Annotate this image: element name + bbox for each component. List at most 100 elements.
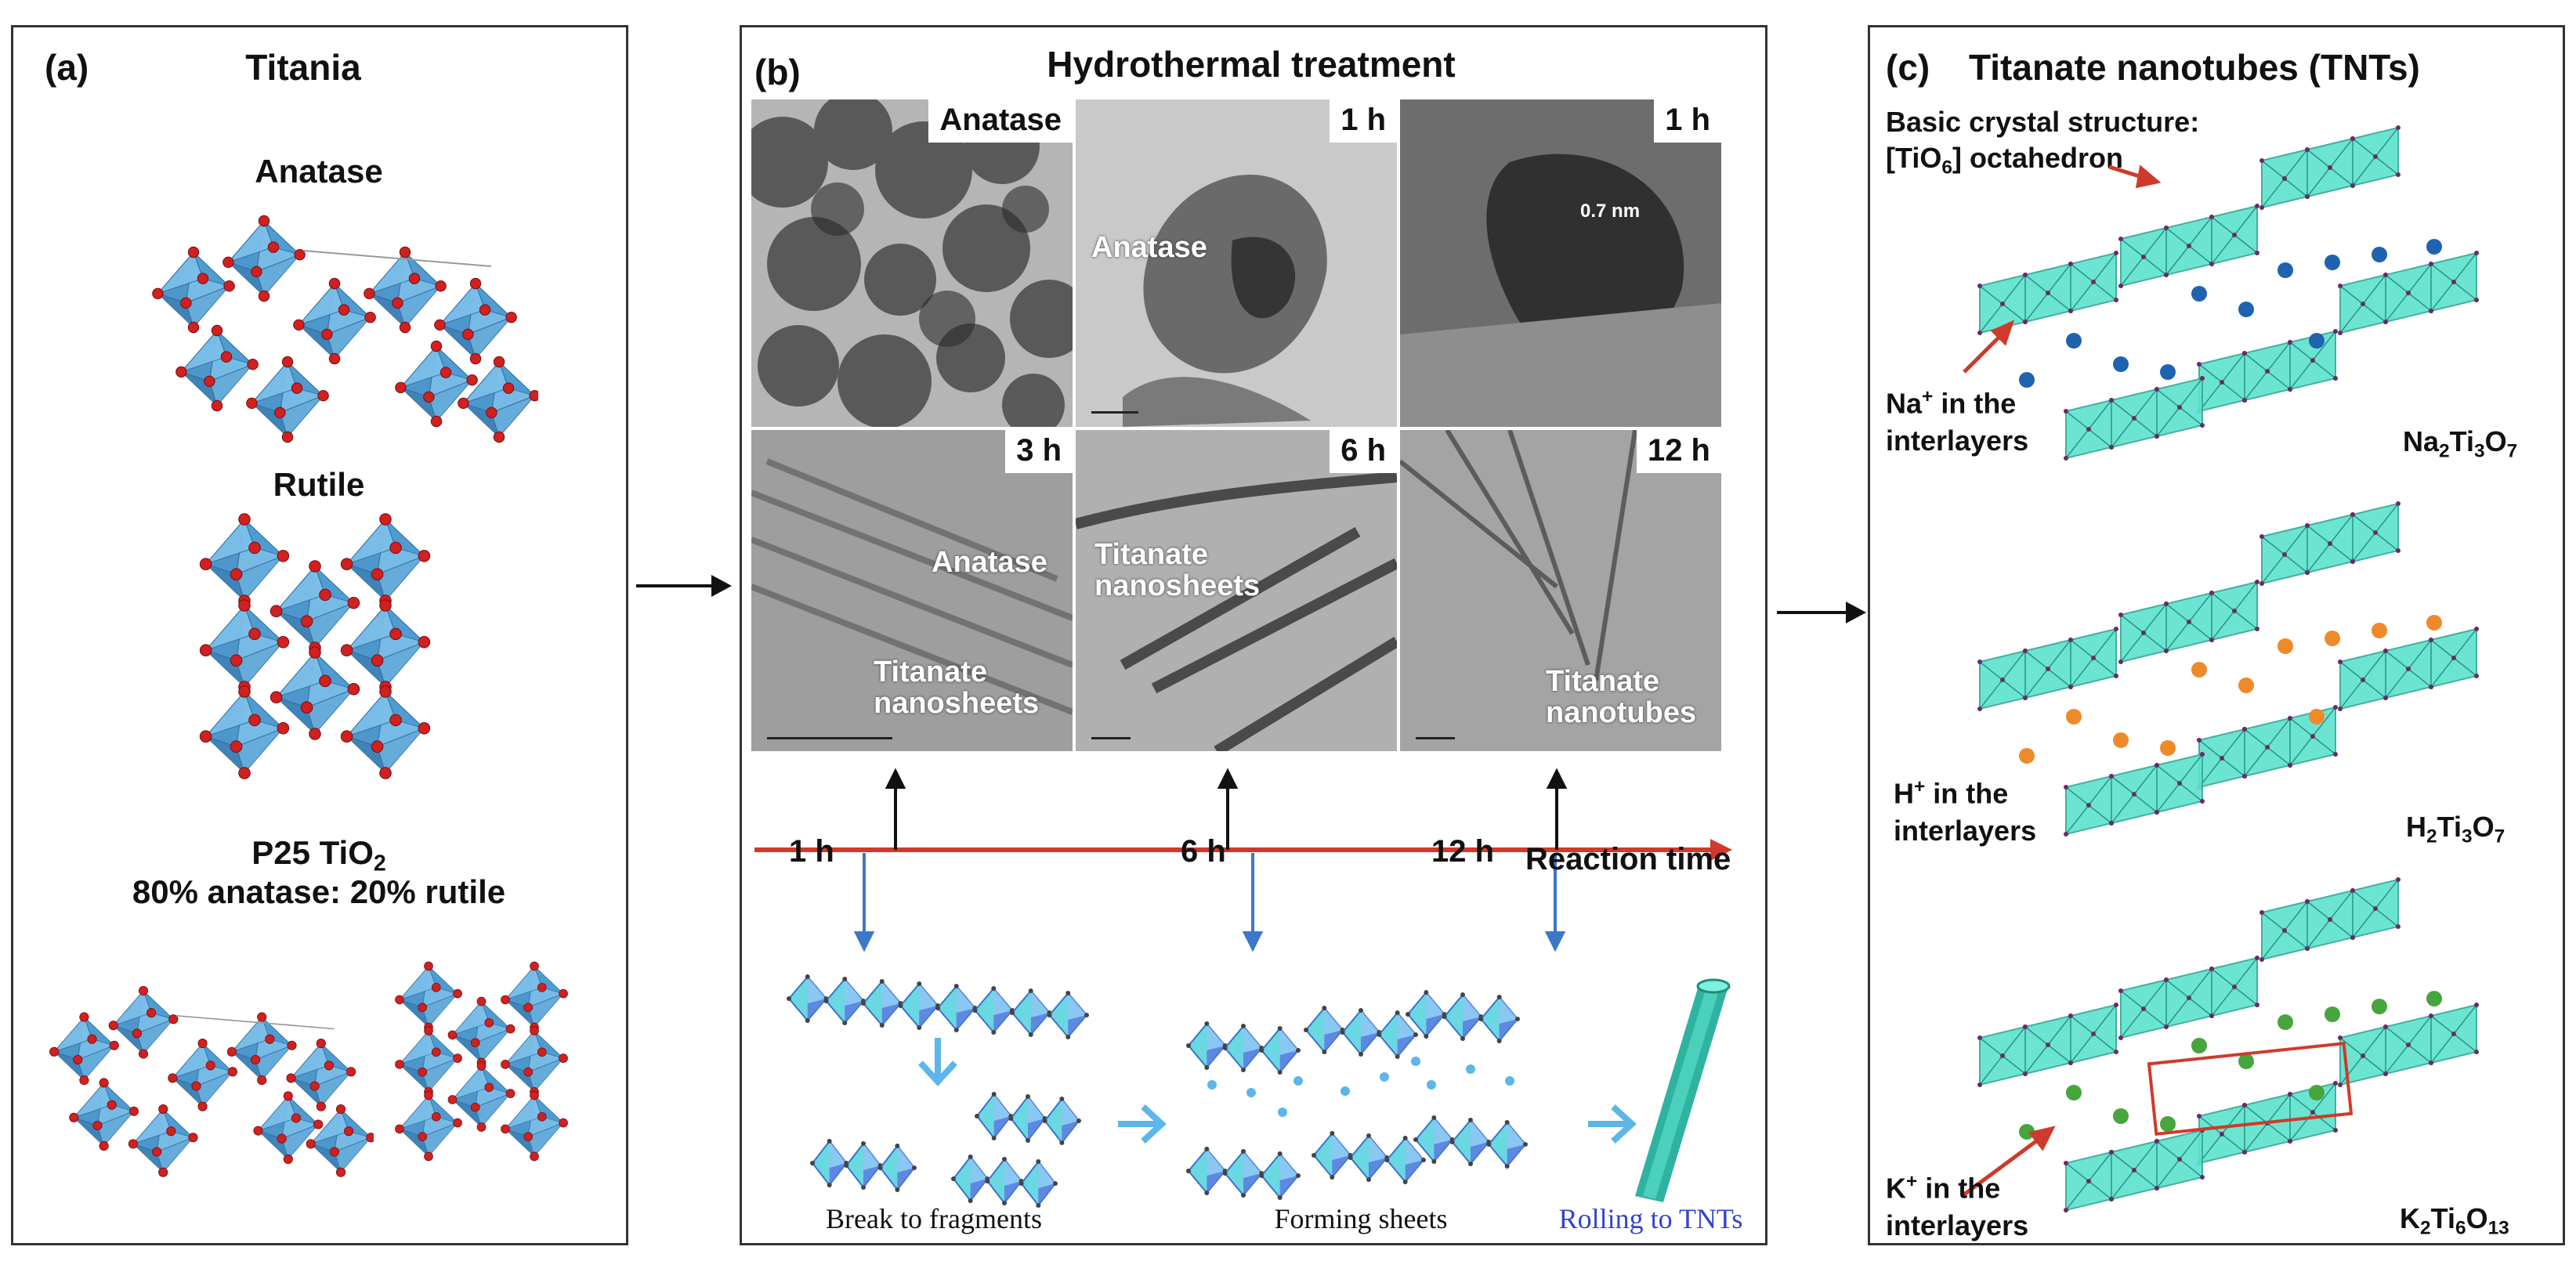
h-f5: 7 xyxy=(2494,826,2505,847)
tem-image-6h: 6 h Titanate nanosheets xyxy=(1076,430,1397,751)
panel-a-title: Titania xyxy=(245,47,361,88)
h-f3: 3 xyxy=(2461,826,2473,847)
tem-scalebar-5 xyxy=(1091,737,1131,739)
panel-c: (c) Titanate nanotubes (TNTs) Basic crys… xyxy=(1868,25,2565,1245)
tem-note-sheets-2: Titanate nanosheets xyxy=(1094,538,1261,602)
k-f3: 6 xyxy=(2455,1217,2466,1239)
step-down-arrows xyxy=(853,853,1566,952)
tem-particles xyxy=(751,99,1073,427)
tem-scalebar-2 xyxy=(1091,411,1138,414)
tem-note-sheets-1: Titanate nanosheets xyxy=(874,656,1040,720)
tem-note-spacing: 0.7 nm xyxy=(1580,201,1641,222)
k-interlayer-label: K+ in the interlayers xyxy=(1886,1163,2028,1245)
basic-structure-line2: [TiO6] octahedron xyxy=(1886,142,2123,179)
timeline-12h: 12 h xyxy=(1431,834,1495,869)
octa-pre: [TiO xyxy=(1886,142,1942,174)
k-f1: 2 xyxy=(2420,1217,2431,1239)
p25-label: P25 TiO2 xyxy=(251,834,386,877)
na-f0: Na xyxy=(2403,425,2440,457)
na-f2: Ti xyxy=(2449,425,2474,457)
panel-b-title: Hydrothermal treatment xyxy=(1047,44,1456,85)
h-ion-symbol: H xyxy=(1894,777,1914,810)
k-ion-symbol: K xyxy=(1886,1172,1906,1205)
anatase-octahedra xyxy=(152,215,538,443)
h-f0: H xyxy=(2406,811,2426,843)
h-f1: 2 xyxy=(2426,826,2437,847)
k-plus: + xyxy=(1906,1171,1918,1192)
h-f4: O xyxy=(2472,811,2495,843)
basic-structure-line1: Basic crystal structure: xyxy=(1886,106,2200,138)
tnt-layers xyxy=(1963,125,2479,1212)
p25-rutile-structure xyxy=(395,961,568,1162)
pointer-arrows xyxy=(1963,164,2162,1197)
na-layer xyxy=(1977,125,2479,461)
tem-scalebar-6 xyxy=(1416,737,1455,739)
tem-scalebar-4 xyxy=(767,737,892,739)
tem-tag-6: 12 h xyxy=(1636,430,1721,473)
rutile-label: Rutile xyxy=(273,466,365,503)
step-rolling: Rolling to TNTs xyxy=(1558,1203,1743,1234)
tem-note-tubes-text: Titanate nanotubes xyxy=(1546,665,1697,729)
tem-note-sheets-2-text: Titanate nanosheets xyxy=(1094,538,1261,602)
step-forming: Forming sheets xyxy=(1274,1203,1448,1234)
timeline-axis-label: Reaction time xyxy=(1525,842,1731,876)
k-formula: K2Ti6O13 xyxy=(2400,1202,2509,1239)
timeline-arrowhead xyxy=(1710,839,1732,861)
k-line2: interlayers xyxy=(1886,1209,2029,1242)
k-rest: in the xyxy=(1917,1172,2001,1205)
anatase-structure xyxy=(152,215,538,443)
na-plus: + xyxy=(1922,386,1934,407)
tem-link-arrows xyxy=(885,768,1568,850)
na-f3: 3 xyxy=(2473,440,2485,462)
panel-b: (b) Hydrothermal treatment Anatase 1 h A… xyxy=(740,25,1767,1245)
anatase-label: Anatase xyxy=(255,153,383,190)
nanotube-icon xyxy=(1635,978,1731,1202)
na-f5: 7 xyxy=(2506,440,2518,462)
k-f0: K xyxy=(2400,1202,2420,1234)
tem-tag-5: 6 h xyxy=(1330,430,1397,473)
h-plus: + xyxy=(1914,776,1926,797)
k-f4: O xyxy=(2466,1202,2488,1234)
na-f4: O xyxy=(2484,425,2507,457)
h-line2: interlayers xyxy=(1894,815,2037,847)
tem-image-1h-b: 1 h 0.7 nm xyxy=(1400,99,1721,427)
step-break: Break to fragments xyxy=(826,1203,1042,1234)
tem-note-sheets-1-text: Titanate nanosheets xyxy=(874,656,1040,720)
timeline-6h: 6 h xyxy=(1181,834,1226,869)
panel-a-tag: (a) xyxy=(45,47,89,88)
panel-c-tag: (c) xyxy=(1886,47,1930,88)
na-line2: interlayers xyxy=(1886,425,2029,457)
p25-label-sub: 2 xyxy=(373,851,386,876)
octa-sub: 6 xyxy=(1941,157,1952,179)
arrow-b-to-c xyxy=(1777,602,1866,623)
tem-image-12h: 12 h Titanate nanotubes xyxy=(1400,430,1721,751)
na-rest: in the xyxy=(1933,387,2017,420)
tem-note-tubes: Titanate nanotubes xyxy=(1546,665,1697,729)
k-layer xyxy=(1977,877,2479,1212)
form-arrow xyxy=(1118,1104,1167,1144)
tem-tag-3: 1 h xyxy=(1654,99,1721,143)
h-interlayer-label: H+ in the interlayers xyxy=(1894,768,2036,850)
arrow-a-to-b xyxy=(636,575,732,597)
tem-note-anatase-2: Anatase xyxy=(932,546,1047,579)
break-arrow xyxy=(918,1038,957,1086)
h-rest: in the xyxy=(1925,777,2009,810)
tem-tag-1: Anatase xyxy=(928,99,1073,143)
tem-image-3h: 3 h Anatase Titanate nanosheets xyxy=(751,430,1073,751)
panel-a: (a) Titania Anatase Rutile P25 TiO2 80% … xyxy=(11,25,628,1245)
chain-1h xyxy=(787,974,1089,1039)
timeline-1h: 1 h xyxy=(789,834,834,869)
interlayer-ions xyxy=(1207,1057,1514,1117)
k-f2: Ti xyxy=(2430,1202,2455,1234)
formation-schematic xyxy=(787,974,1731,1208)
tem-image-1h-a: 1 h Anatase xyxy=(1076,99,1397,427)
octa-post: ] octahedron xyxy=(1952,142,2123,174)
na-formula: Na2Ti3O7 xyxy=(2403,425,2517,462)
p25-anatase-structure xyxy=(49,985,374,1177)
rutile-octahedra xyxy=(199,513,431,779)
k-f5: 13 xyxy=(2487,1217,2509,1239)
h-f2: Ti xyxy=(2437,811,2462,843)
na-f1: 2 xyxy=(2439,440,2450,462)
na-ion-symbol: Na xyxy=(1886,387,1923,420)
rutile-structure xyxy=(199,513,431,779)
